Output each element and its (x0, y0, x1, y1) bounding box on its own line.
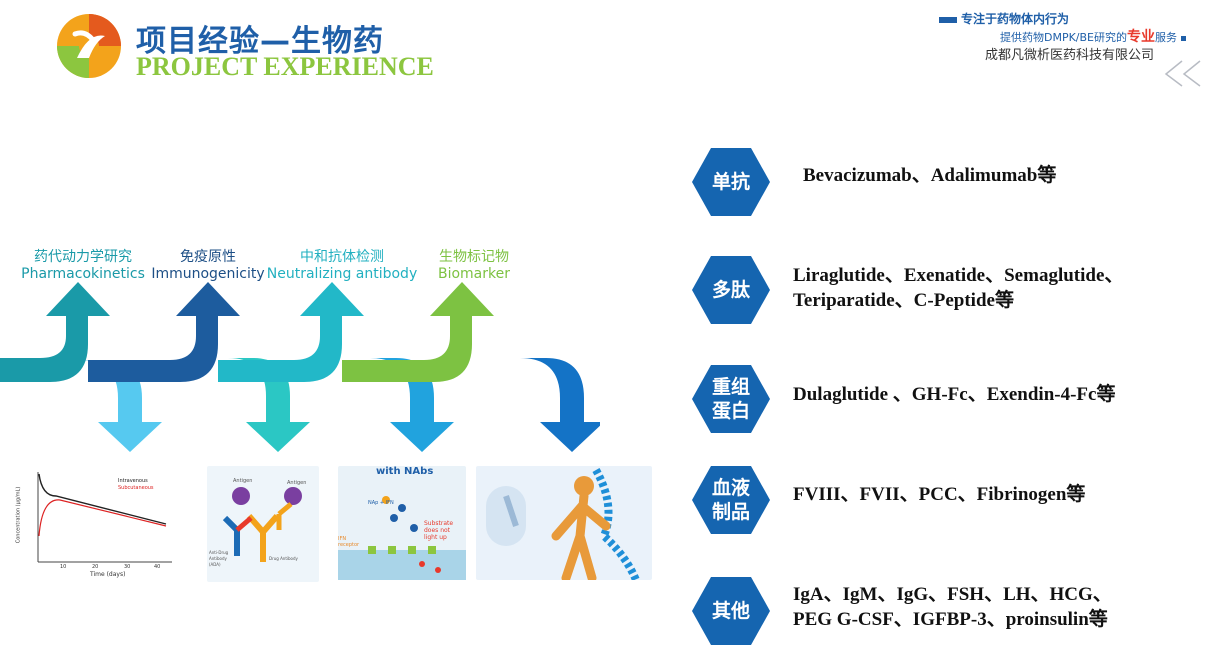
pk-tick-10: 10 (60, 564, 67, 570)
flow-arrow-down-1 (0, 360, 162, 452)
pk-legend-subcutaneous: Subcutaneous (118, 485, 154, 491)
company-name: 成都凡微析医药科技有限公司 (985, 48, 1155, 63)
category-badge-label: 其他 (711, 600, 750, 622)
nab-title: with NAbs (376, 466, 434, 477)
step-label-cn: 生物标记物 (439, 249, 509, 265)
step-neutralizing-antibody: 中和抗体检测 Neutralizing antibody (266, 246, 418, 282)
step-label-cn: 免疫原性 (180, 249, 236, 265)
category-badge-recombinant-protein: 重组蛋白 (692, 365, 770, 433)
step-label-en: Immunogenicity (151, 266, 265, 282)
category-badge-label: 单抗 (711, 171, 750, 193)
step-label-en: Pharmacokinetics (21, 266, 145, 282)
category-text-monoclonal-antibody: Bevacizumab、Adalimumab等 (803, 165, 1057, 186)
category-text-peptide: Liraglutide、Exenatide、Semaglutide、 Terip… (793, 265, 1124, 311)
category-text-recombinant-protein: Dulaglutide 、GH-Fc、Exendin-4-Fc等 (793, 384, 1116, 405)
chevron-left-icon (1160, 58, 1204, 92)
pk-tick-20: 20 (92, 564, 99, 570)
category-badge-others: 其他 (692, 577, 770, 645)
flow-arrow-up-3 (218, 282, 364, 382)
ada-antibody-image: Antigen Antigen Anti-Drug Antibody (ADA)… (207, 466, 319, 582)
category-badge-blood-products: 血液制品 (692, 466, 770, 534)
category-badge-label: 多肽 (711, 279, 750, 301)
biomarker-image (476, 466, 652, 583)
pk-tick-30: 30 (124, 564, 131, 570)
step-label-en: Biomarker (437, 266, 510, 282)
ada-antigen-label-2: Antigen (287, 480, 307, 486)
category-text-others: IgA、IgM、IgG、FSH、LH、HCG、 PEG G-CSF、IGFBP-… (793, 584, 1112, 630)
flow-arrow-down-2 (120, 358, 310, 452)
flow-arrow-down-4 (380, 358, 600, 452)
step-label-cn: 中和抗体检测 (300, 249, 384, 265)
pk-ylabel: Concentration (µg/mL) (15, 486, 22, 544)
ada-label: Anti-Drug Antibody (ADA) (209, 550, 229, 567)
flow-arrow-up-1 (0, 282, 110, 382)
step-label-cn: 药代动力学研究 (34, 249, 132, 265)
category-badge-label: 血液制品 (711, 477, 750, 523)
category-badge-peptide: 多肽 (692, 256, 770, 324)
step-label-en: Neutralizing antibody (266, 266, 418, 282)
page-title: 项目经验—生物药 (136, 24, 384, 59)
substrate-label: Substrate does not light up (424, 520, 454, 541)
nab-assay-image: with NAbs NAp + IFN Substrate does not l… (338, 466, 466, 580)
step-biomarker: 生物标记物 Biomarker (428, 246, 520, 282)
tagline-focus: 专注于药物体内行为 (939, 10, 1069, 27)
pk-legend-intravenous: Intravenous (118, 478, 148, 484)
category-badge-label: 重组蛋白 (711, 376, 750, 422)
tagline-service: 提供药物DMPK/BE研究的专业服务 (1000, 26, 1186, 46)
category-badge-monoclonal-antibody: 单抗 (692, 148, 770, 216)
step-pharmacokinetics: 药代动力学研究 Pharmacokinetics (18, 246, 148, 282)
flow-arrow-up-2 (88, 282, 240, 382)
nab-label: NAp + IFN (368, 500, 394, 506)
page-subtitle: PROJECT EXPERIENCE (136, 52, 434, 81)
pk-curve-image: Intravenous Subcutaneous Concentration (… (15, 466, 180, 580)
step-immunogenicity: 免疫原性 Immunogenicity (150, 246, 266, 282)
pk-xlabel: Time (days) (90, 571, 126, 578)
flow-arrow-down-3 (250, 358, 454, 452)
pk-tick-40: 40 (154, 564, 161, 570)
category-text-blood-products: FVIII、FVII、PCC、Fibrinogen等 (793, 484, 1086, 505)
ada-antigen-label-1: Antigen (233, 478, 253, 484)
company-logo (55, 12, 123, 80)
flow-arrow-up-4 (342, 282, 494, 382)
receptor-label: IFN receptor (338, 536, 360, 548)
drug-antibody-label: Drug Antibody (269, 556, 298, 561)
process-flow-arrows (0, 282, 600, 452)
